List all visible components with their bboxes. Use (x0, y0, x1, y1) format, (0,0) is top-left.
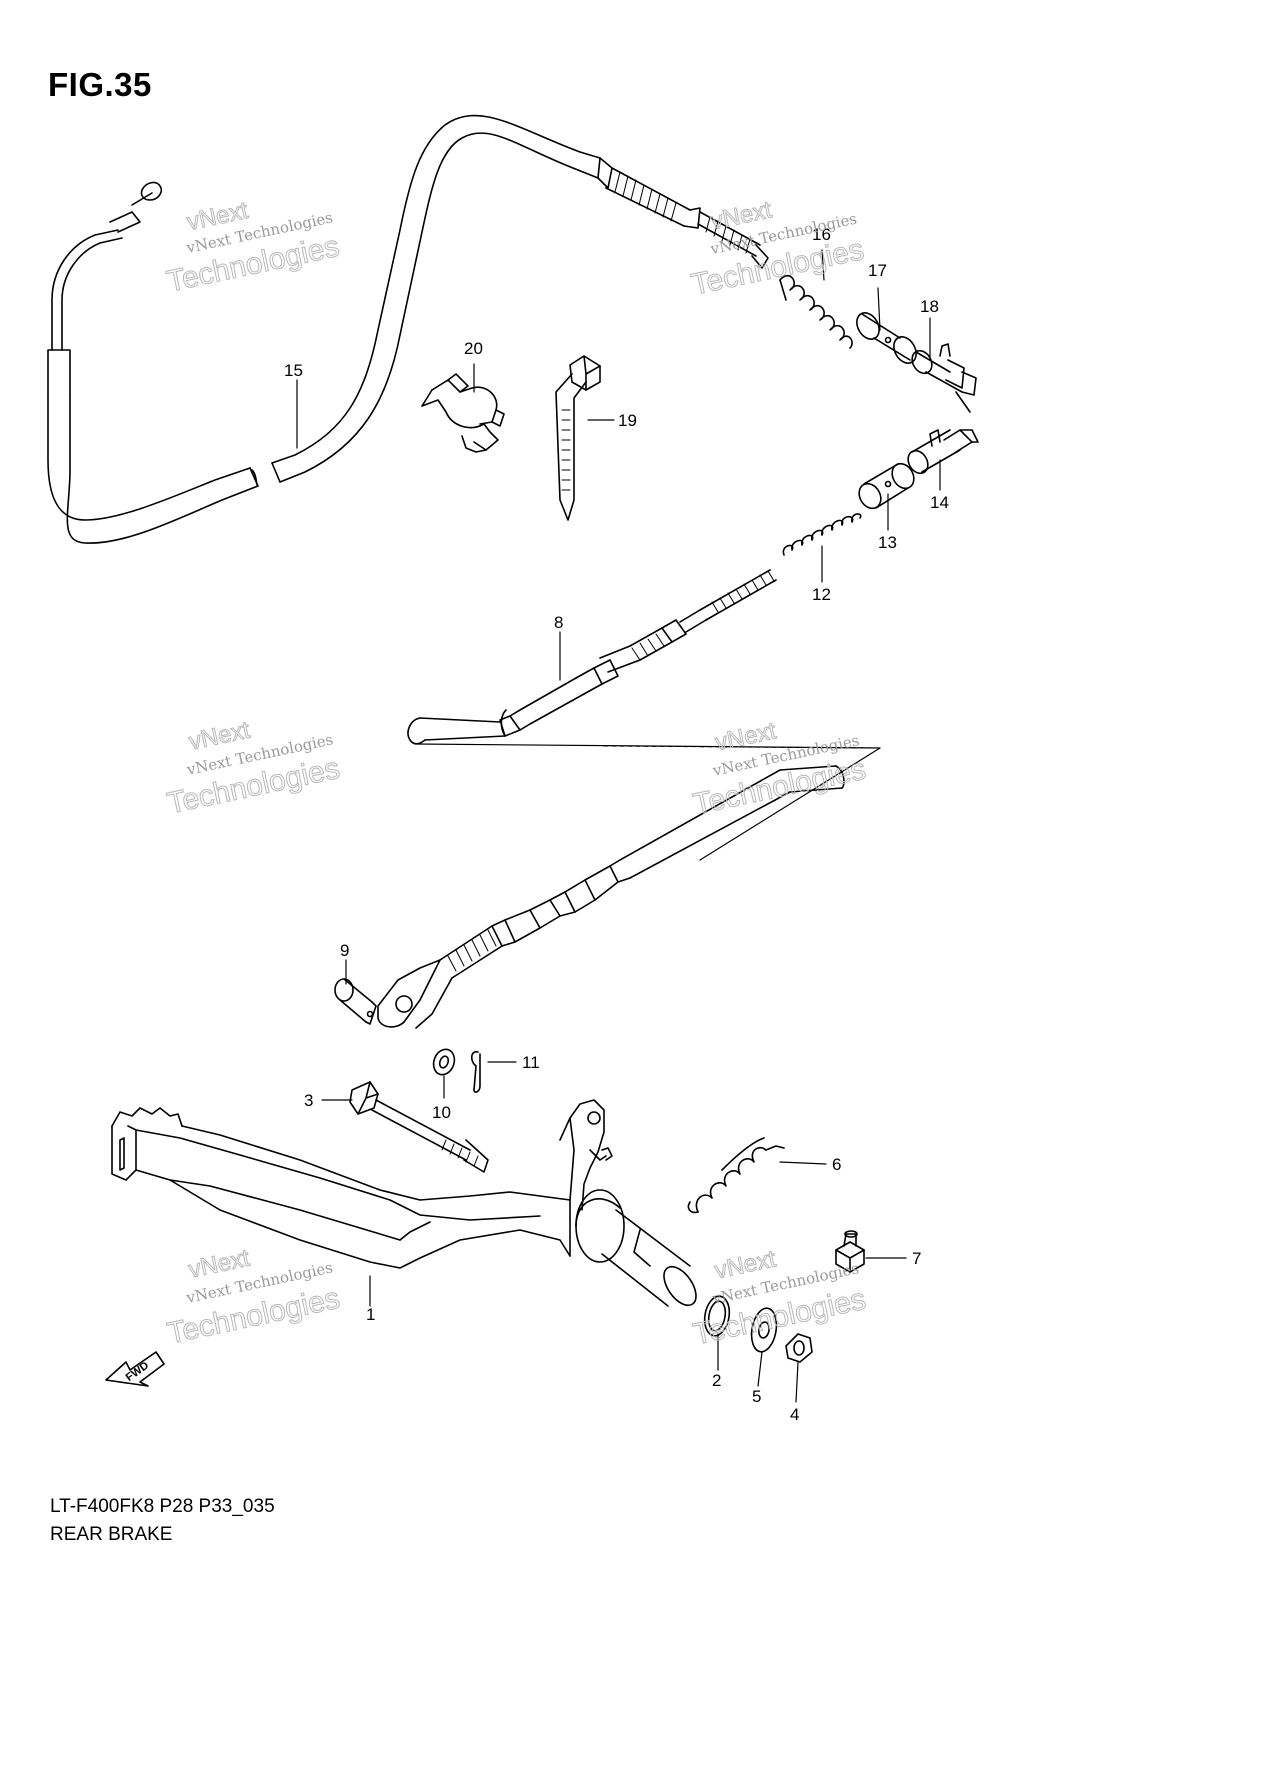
callout-20: 20 (464, 339, 483, 358)
callout-numbers: 1 2 3 4 5 6 7 8 9 10 11 12 13 14 15 16 1… (284, 225, 949, 1424)
callout-5: 5 (752, 1387, 761, 1406)
spring-part-16 (779, 274, 853, 349)
sleeve-part-13 (858, 462, 915, 510)
callout-14: 14 (930, 493, 949, 512)
circlip-part-2 (703, 1295, 731, 1337)
spring-part-6 (687, 1137, 785, 1214)
clamp-part-20 (421, 373, 505, 453)
pedal-part-1 (111, 1099, 697, 1307)
callout-16: 16 (812, 225, 831, 244)
bolt-part-3 (349, 1081, 489, 1173)
callout-19: 19 (618, 411, 637, 430)
callout-6: 6 (832, 1155, 841, 1174)
figure-title: FIG.35 (48, 66, 152, 103)
callout-7: 7 (912, 1249, 921, 1268)
sleeve-part-17 (856, 312, 917, 364)
callout-15: 15 (284, 361, 303, 380)
leader-lines (296, 249, 941, 1403)
callout-4: 4 (790, 1405, 799, 1424)
callout-1: 1 (366, 1305, 375, 1324)
callout-2: 2 (712, 1371, 721, 1390)
callout-18: 18 (920, 297, 939, 316)
nut-part-7 (835, 1230, 865, 1273)
callout-11: 11 (522, 1053, 540, 1072)
callout-10: 10 (432, 1103, 451, 1122)
callout-13: 13 (878, 533, 897, 552)
forward-arrow-icon (105, 1351, 165, 1387)
cotter-pin-part-11 (470, 1051, 481, 1093)
nut-part-4 (785, 1333, 813, 1363)
washer-part-10 (432, 1048, 456, 1076)
callout-9: 9 (340, 941, 349, 960)
callout-17: 17 (868, 261, 887, 280)
cable-part-15 (47, 114, 769, 544)
spring-part-12 (782, 513, 862, 556)
watermarks: vNext vNext Technologies Technologies vN… (164, 196, 870, 1352)
callout-8: 8 (554, 613, 563, 632)
callout-12: 12 (812, 585, 831, 604)
section-name: REAR BRAKE (50, 1524, 173, 1545)
bracket-part-14 (907, 429, 979, 475)
bracket-part-18 (911, 343, 977, 413)
cable-part-8 (377, 569, 881, 1029)
tie-part-19 (555, 355, 601, 521)
model-code: LT-F400FK8 P28 P33_035 (50, 1496, 275, 1517)
pin-part-9 (334, 978, 377, 1025)
washer-part-5 (750, 1307, 778, 1353)
callout-3: 3 (304, 1091, 313, 1110)
